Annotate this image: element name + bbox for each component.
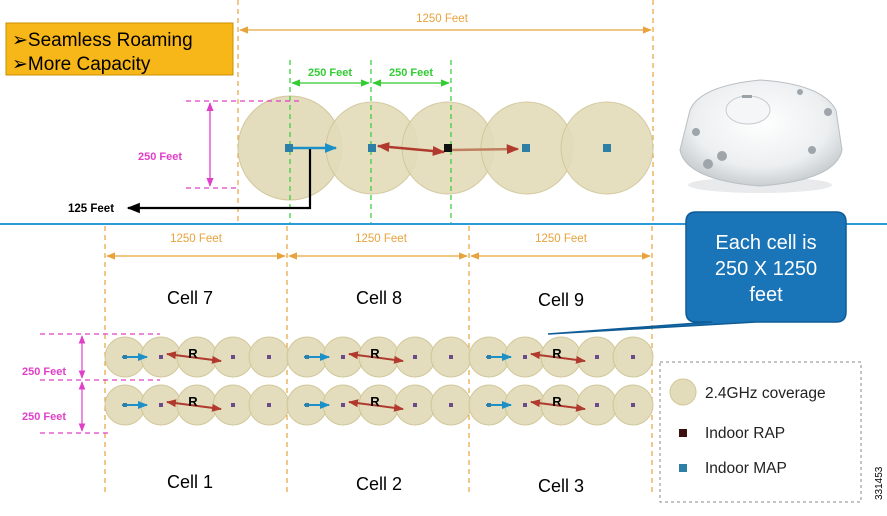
feature-item: ➢Seamless Roaming (12, 30, 193, 51)
indoor-map-marker (449, 403, 453, 407)
indoor-map-marker (305, 355, 309, 359)
indoor-map-marker (368, 144, 376, 152)
rap-marker-label: R (188, 346, 198, 361)
rap-marker-label: R (552, 394, 562, 409)
indoor-map-marker (603, 144, 611, 152)
indoor-map-marker (631, 355, 635, 359)
feature-item: ➢More Capacity (12, 54, 151, 75)
cell-label: Cell 7 (167, 288, 213, 308)
legend-label: 2.4GHz coverage (705, 385, 826, 402)
callout-line: Each cell is (715, 232, 816, 254)
indoor-map-marker (595, 403, 599, 407)
indoor-map-marker (341, 355, 345, 359)
indoor-map-marker (595, 355, 599, 359)
cell-access-points: R R R R R R (122, 346, 635, 412)
top-spacing-label: 250 Feet (308, 67, 352, 79)
map-legend-symbol (679, 464, 687, 472)
features-box: ➢Seamless Roaming ➢More Capacity (5, 22, 234, 76)
rap-marker-label: R (188, 394, 198, 409)
roaming-arrow (348, 399, 404, 412)
indoor-map-marker (159, 355, 163, 359)
indoor-map-marker (159, 403, 163, 407)
cell-width-label: 1250 Feet (535, 233, 588, 245)
cell-label: Cell 2 (356, 474, 402, 494)
indoor-map-marker (341, 403, 345, 407)
roaming-arrow (348, 351, 404, 364)
indoor-map-marker (413, 355, 417, 359)
cell-label: Cell 1 (167, 472, 213, 492)
rap-legend-symbol (679, 429, 687, 437)
indoor-map-marker (413, 403, 417, 407)
top-spacing-label: 250 Feet (389, 67, 433, 79)
cell-width-label: 1250 Feet (355, 233, 408, 245)
indoor-map-marker (123, 355, 127, 359)
roaming-arrow (166, 399, 222, 412)
top-offset-label: 125 Feet (68, 203, 114, 215)
row-height-label: 250 Feet (22, 411, 66, 423)
cell-label: Cell 8 (356, 288, 402, 308)
access-point-image (679, 79, 843, 193)
row-height-label: 250 Feet (22, 366, 66, 378)
callout-line: feet (749, 284, 783, 306)
indoor-map-marker (523, 355, 527, 359)
indoor-map-marker (305, 403, 309, 407)
cells-grid: 1250 Feet 1250 Feet 1250 Feet Cell 7 Cel… (22, 226, 654, 496)
indoor-map-marker (267, 403, 271, 407)
rap-marker-label: R (370, 346, 380, 361)
roaming-arrow (530, 399, 586, 412)
svg-text:250 Feet: 250 Feet (22, 366, 66, 378)
top-width-label: 1250 Feet (416, 13, 469, 25)
top-height-label: 250 Feet (138, 151, 182, 163)
rap-marker-label: R (370, 394, 380, 409)
roaming-arrow (166, 351, 222, 364)
figure-id: 331453 (874, 466, 885, 500)
callout: Each cell is 250 X 1250 feet (547, 211, 847, 335)
indoor-map-marker (285, 144, 293, 152)
callout-line: 250 X 1250 (715, 258, 817, 280)
svg-text:250 Feet: 250 Feet (22, 411, 66, 423)
legend-label: Indoor RAP (705, 425, 785, 442)
indoor-map-marker (123, 403, 127, 407)
cell-label: Cell 9 (538, 290, 584, 310)
roaming-arrow (530, 351, 586, 364)
rap-marker-label: R (552, 346, 562, 361)
legend-label: Indoor MAP (705, 460, 787, 477)
indoor-map-marker (523, 403, 527, 407)
top-diagram: 1250 Feet 250 Feet 250 Feet 250 Feet 125… (68, 0, 654, 225)
indoor-map-marker (631, 403, 635, 407)
legend: 2.4GHz coverage Indoor RAP Indoor MAP (659, 361, 862, 503)
indoor-map-marker (522, 144, 530, 152)
indoor-rap-marker (444, 144, 452, 152)
indoor-map-marker (267, 355, 271, 359)
cell-label: Cell 3 (538, 476, 584, 496)
coverage-legend-symbol (669, 378, 697, 406)
indoor-map-marker (231, 355, 235, 359)
indoor-map-marker (449, 355, 453, 359)
indoor-map-marker (487, 355, 491, 359)
cell-width-label: 1250 Feet (170, 233, 223, 245)
indoor-map-marker (231, 403, 235, 407)
indoor-map-marker (487, 403, 491, 407)
